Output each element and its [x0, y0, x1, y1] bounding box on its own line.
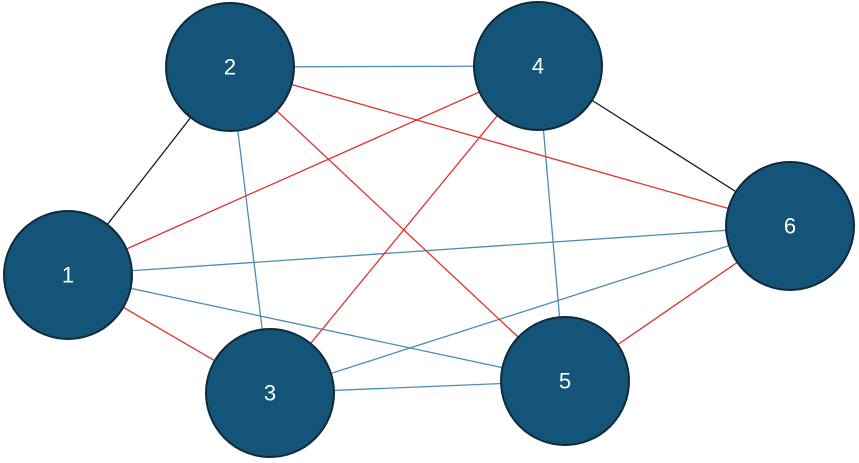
edge-1-4 — [67, 65, 539, 276]
node-6: 6 — [725, 161, 855, 291]
node-1: 1 — [3, 210, 133, 340]
node-circle — [3, 210, 133, 340]
node-circle — [165, 2, 295, 132]
node-label: 3 — [264, 381, 276, 406]
edge-2-6 — [229, 66, 791, 227]
edges-layer — [67, 65, 791, 394]
node-4: 4 — [473, 1, 603, 131]
node-circle — [473, 1, 603, 131]
edge-1-6 — [67, 225, 791, 276]
node-circle — [725, 161, 855, 291]
node-label: 2 — [224, 55, 236, 80]
node-2: 2 — [165, 2, 295, 132]
node-label: 6 — [784, 214, 796, 239]
node-circle — [205, 328, 335, 458]
node-3: 3 — [205, 328, 335, 458]
nodes-layer: 1 2 3 4 5 6 — [3, 1, 855, 458]
node-5: 5 — [500, 316, 630, 446]
node-label: 5 — [559, 369, 571, 394]
edge-3-4 — [269, 65, 539, 394]
node-circle — [500, 316, 630, 446]
node-label: 4 — [532, 54, 544, 79]
edge-3-6 — [269, 225, 791, 394]
node-label: 1 — [62, 263, 74, 288]
edge-2-5 — [229, 66, 566, 382]
edge-1-5 — [67, 274, 566, 382]
